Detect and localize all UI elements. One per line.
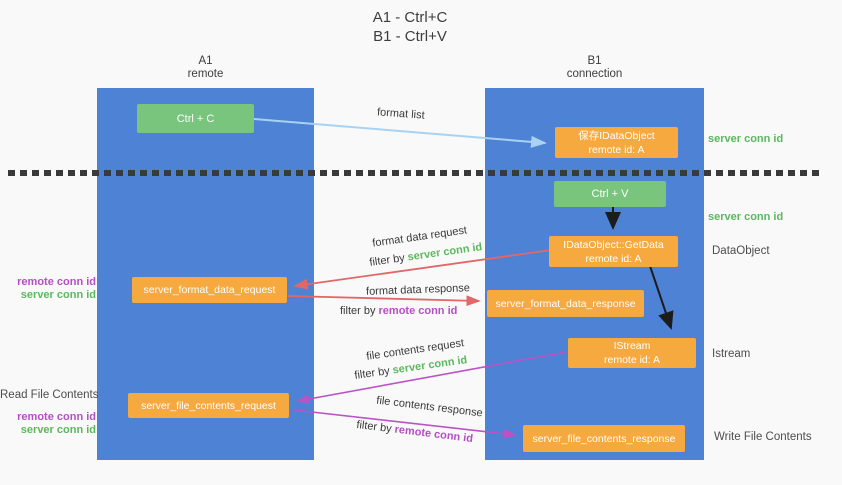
- filter-by-text: filter by: [340, 305, 379, 317]
- dotted-separator-line: [8, 170, 823, 176]
- right-column-role: connection: [566, 68, 623, 80]
- filter-by-text: filter by: [353, 364, 394, 382]
- diagram-title: A1 - Ctrl+C B1 - Ctrl+V: [310, 8, 510, 46]
- label-write-file-contents: Write File Contents: [714, 431, 812, 443]
- left-column-role: remote: [187, 68, 224, 80]
- right-column-name: B1: [587, 55, 602, 67]
- file-response-label: server_file_contents_response: [532, 432, 676, 445]
- label-dataobject: DataObject: [712, 245, 770, 257]
- label-format-list: format list: [376, 106, 426, 122]
- filter-by-text: filter by: [355, 418, 396, 436]
- server-conn-id-text: server conn id: [406, 241, 484, 264]
- node-server-format-data-request: server_format_data_request: [132, 277, 287, 303]
- node-server-format-data-response: server_format_data_response: [487, 290, 644, 317]
- label-istream: Istream: [712, 348, 751, 360]
- istream-line2: remote id: A: [603, 354, 661, 366]
- label-remote-conn-id-left-2: remote conn id: [17, 411, 96, 423]
- format-request-label: server_format_data_request: [143, 284, 276, 296]
- title-line-2: B1 - Ctrl+V: [373, 28, 447, 45]
- label-format-data-response: format data response: [365, 282, 471, 298]
- label-read-file-contents: Read File Contents: [0, 389, 99, 401]
- format-response-label: server_format_data_response: [495, 297, 636, 310]
- node-ctrl-v: Ctrl + V: [554, 181, 666, 207]
- filter-by-text: filter by: [368, 251, 409, 269]
- node-server-file-contents-request: server_file_contents_request: [128, 393, 289, 418]
- file-request-label: server_file_contents_request: [141, 399, 276, 412]
- label-remote-conn-id-left-1: remote conn id: [17, 276, 96, 288]
- label-file-contents-response: file contents response: [375, 394, 484, 420]
- node-server-file-contents-response: server_file_contents_response: [523, 425, 685, 452]
- node-idataobject-getdata: IDataObject::GetData remote id: A: [549, 236, 678, 267]
- istream-line1: IStream: [613, 340, 651, 352]
- ctrl-v-label: Ctrl + V: [591, 188, 629, 200]
- remote-conn-id-text: remote conn id: [378, 305, 458, 317]
- save-idataobject-line2: remote id: A: [588, 143, 645, 156]
- node-ctrl-c: Ctrl + C: [137, 104, 254, 133]
- label-file-response-filter: filter by remote conn id: [356, 419, 474, 445]
- left-column-header: A1 remote: [97, 55, 314, 81]
- label-server-conn-id-top-right: server conn id: [708, 133, 784, 145]
- ctrl-c-label: Ctrl + C: [176, 112, 215, 125]
- label-format-response-filter: filter by remote conn id: [340, 305, 457, 317]
- getdata-line1: IDataObject::GetData: [563, 238, 664, 251]
- getdata-line2: remote id: A: [585, 252, 642, 265]
- right-column-header: B1 connection: [485, 55, 704, 81]
- remote-conn-id-text: remote conn id: [393, 423, 474, 446]
- left-column-name: A1: [198, 55, 213, 67]
- label-server-conn-id-mid-right: server conn id: [708, 211, 784, 223]
- title-line-1: A1 - Ctrl+C: [372, 9, 448, 26]
- node-istream: IStream remote id: A: [568, 338, 696, 368]
- label-server-conn-id-left-1: server conn id: [20, 289, 96, 301]
- node-save-idataobject: 保存IDataObject remote id: A: [555, 127, 678, 158]
- label-server-conn-id-left-2: server conn id: [20, 424, 96, 436]
- save-idataobject-line1: 保存IDataObject: [578, 129, 655, 142]
